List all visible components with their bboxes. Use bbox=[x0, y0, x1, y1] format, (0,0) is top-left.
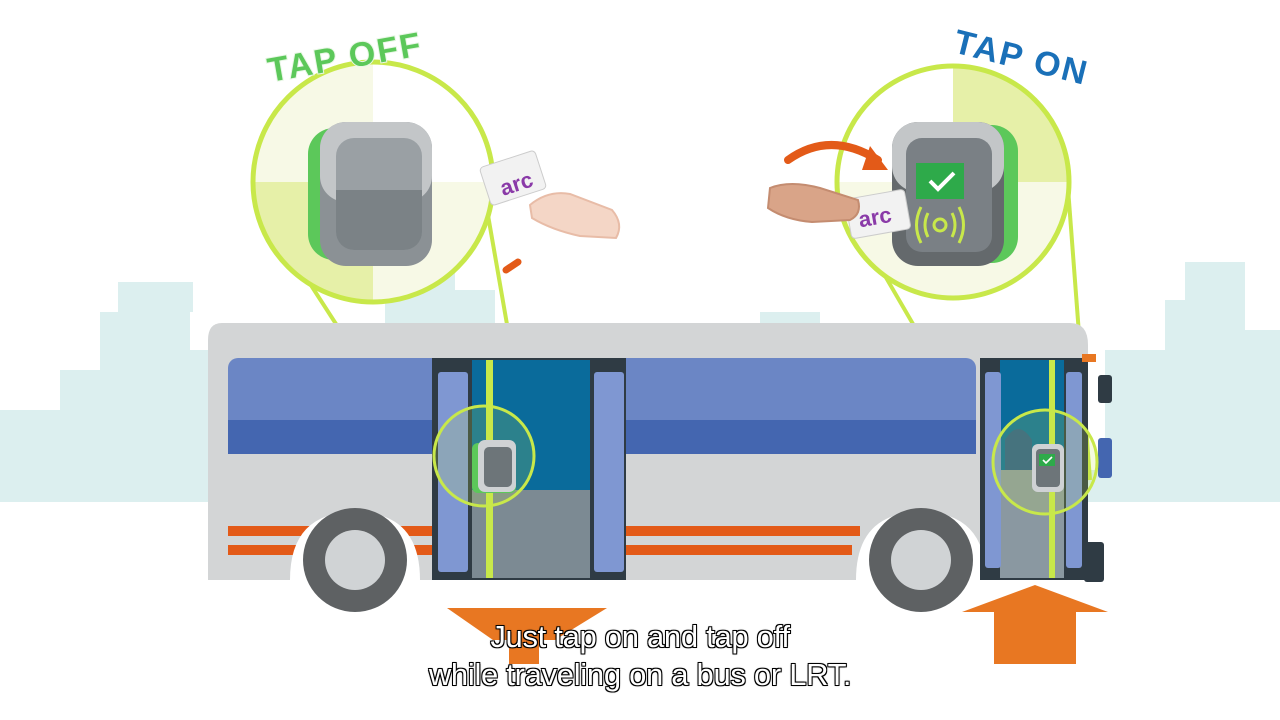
arc-card-tap-on: arc bbox=[845, 189, 911, 239]
arc-card: arc bbox=[479, 150, 547, 206]
tap-on-callout: arc bbox=[766, 63, 1072, 301]
bus bbox=[208, 323, 1112, 612]
subtitle-line-2: while traveling on a bus or LRT. bbox=[428, 656, 852, 692]
tap-on-validator-small bbox=[991, 408, 1099, 516]
hand-icon-tap-on bbox=[766, 183, 860, 224]
tap-off-callout: arc bbox=[250, 59, 621, 305]
tap-on-validator bbox=[892, 122, 1018, 266]
arc-card-logo-tap-on: arc bbox=[857, 202, 894, 232]
subtitle-line-1: Just tap on and tap off bbox=[490, 618, 791, 654]
hand-icon bbox=[528, 192, 621, 240]
arrow-up-icon bbox=[962, 585, 1108, 664]
tap-off-validator bbox=[308, 122, 432, 266]
contactless-icon bbox=[915, 206, 965, 244]
checkmark-icon bbox=[928, 171, 956, 192]
tap-off-validator-small bbox=[432, 404, 536, 508]
arrow-down-icon bbox=[447, 608, 607, 664]
